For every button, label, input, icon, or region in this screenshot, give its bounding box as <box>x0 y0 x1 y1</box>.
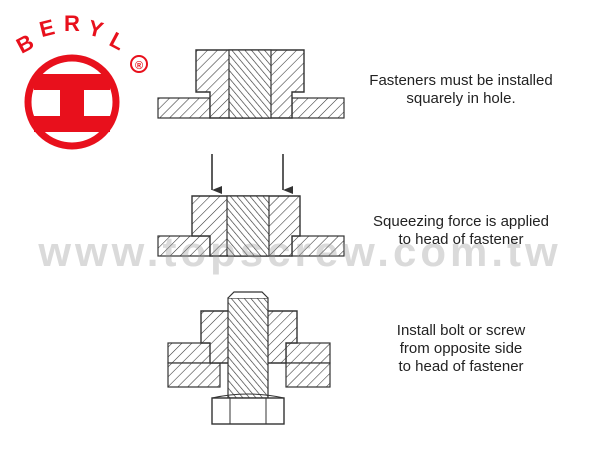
step2-caption: Squeezing force is applied to head of fa… <box>352 213 570 249</box>
bolt-tip <box>227 291 269 299</box>
bolt-head <box>211 397 285 425</box>
logo-letter-e: E <box>37 14 57 42</box>
caption-line: Install bolt or screw <box>396 322 526 339</box>
logo-letter-b: B <box>12 29 38 59</box>
logo-letter-r: R <box>64 11 80 36</box>
logo-letter-y: Y <box>86 15 107 43</box>
caption-line: squarely in hole. <box>406 90 516 107</box>
bolt-shank <box>227 297 269 399</box>
panel-left <box>157 97 211 119</box>
caption-line: Squeezing force is applied <box>373 213 549 230</box>
step2-figure <box>157 154 345 257</box>
panel-right <box>291 97 345 119</box>
bolt-head-chamfer <box>211 393 285 399</box>
fastener-thread <box>228 49 272 119</box>
panel-right <box>285 342 331 364</box>
logo-letter-l: L <box>106 27 130 55</box>
step3-figure <box>167 291 331 425</box>
panel-right-lower <box>285 362 331 388</box>
step1-figure <box>157 49 345 119</box>
beryl-logo: B E R Y L ® <box>12 11 148 150</box>
registered-mark-ring <box>130 55 148 73</box>
logo-i-beam <box>34 74 110 132</box>
fastener-thread <box>226 195 270 257</box>
watermark: www.topscrew.com.tw <box>38 228 562 275</box>
step1-caption: Fasteners must be installed squarely in … <box>352 72 570 108</box>
panel-left-lower <box>167 362 221 388</box>
step3-caption: Install bolt or screw from opposite side… <box>352 322 570 376</box>
caption-line: to head of fastener <box>398 231 524 248</box>
caption-line: Fasteners must be installed <box>369 72 553 89</box>
registered-mark: ® <box>135 60 143 72</box>
caption-line: from opposite side <box>399 340 523 357</box>
caption-line: to head of fastener <box>398 358 524 375</box>
